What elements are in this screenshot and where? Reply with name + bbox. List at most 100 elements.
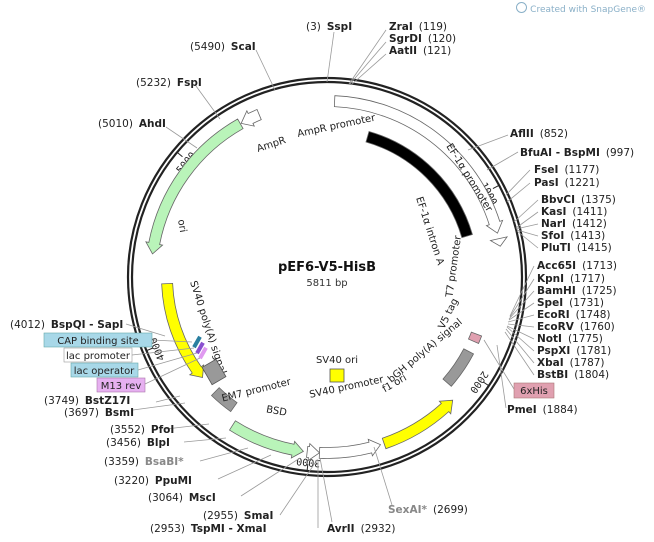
plasmid-name: pEF6-V5-HisB [278,260,376,275]
site-zrai[interactable]: ZraI(119) [389,21,447,33]
site-bfuai[interactable]: BfuAI - BspMI(997) [520,147,634,159]
site-pluti[interactable]: PluTI(1415) [541,242,612,254]
leader-bstz17i [155,395,181,403]
site-msci[interactable]: (3064)MscI [148,492,216,504]
site-sspi[interactable]: (3)SspI [306,21,352,33]
site-kasi-pos: (1411) [572,206,607,218]
site-pasi[interactable]: PasI(1221) [534,177,600,189]
site-xbai[interactable]: XbaI (1787) [537,357,605,369]
site-sfoi-name: SfoI [541,230,564,242]
site-tspmi[interactable]: (2953)TspMI - XmaI [150,523,267,535]
site-sspi-name: SspI [327,21,352,33]
site-msci-name: MscI [189,492,216,504]
site-bsabi-name: BsaBI* [145,456,184,468]
site-blpi[interactable]: (3456)BlpI [106,437,170,449]
site-xbai-name: XbaI [537,357,564,369]
leader-bsabi [199,447,249,462]
site-smai[interactable]: (2955)SmaI [203,510,273,522]
site-kpni[interactable]: KpnI(1717) [537,273,605,285]
site-nari[interactable]: NarI(1412) [541,218,607,230]
site-bstz17i[interactable]: (3749)BstZ17I [44,395,130,407]
site-kasi[interactable]: KasI(1411) [541,206,607,218]
site-kpni-name: KpnI [537,273,564,285]
site-xbai-pos: (1787) [570,357,605,369]
site-acc65i[interactable]: Acc65I(1713) [537,260,617,272]
feature-label-bsd: BSD [265,404,288,418]
site-scai-pos: (5490) [190,41,225,53]
site-ahdi-name: AhdI [139,118,166,130]
feature-arc-t7-promoter[interactable] [489,236,509,247]
site-fsei-pos: (1177) [564,164,599,176]
site-sfoi-pos: (1413) [570,230,605,242]
site-bfuai-name: BfuAI - BspMI [520,147,600,159]
site-pmei[interactable]: PmeI(1884) [507,404,578,416]
site-noti-pos: (1775) [568,333,603,345]
site-sfoi[interactable]: SfoI (1413) [541,230,605,242]
feature-arc-sv40-promoter[interactable] [318,438,382,459]
feature-arc-em7-promoter[interactable] [306,442,321,462]
site-aatii[interactable]: AatII(121) [389,45,451,57]
feature-arc-ampr-promoter[interactable] [240,109,262,127]
leader-zrai [348,29,387,85]
site-pfoi-pos: (3552) [110,424,145,436]
site-scai-name: ScaI [231,41,256,53]
leader-ppumi [217,454,272,480]
site-spei[interactable]: SpeI(1731) [537,297,604,309]
leader-pfoi [165,423,210,430]
mcs-leaders [496,265,535,409]
site-ecori-pos: (1748) [576,309,611,321]
site-avrii-name: AvrII [327,523,355,535]
feature-arc-ampr[interactable] [145,118,244,255]
site-bsabi[interactable]: (3359)BsaBI* [104,456,184,468]
site-bamhi[interactable]: BamHI(1725) [537,285,617,297]
feature-label-sv40-promoter: SV40 promoter [308,374,385,401]
site-pfoi[interactable]: (3552)PfoI [110,424,174,436]
m13-rev-label: M13 rev [101,381,142,392]
leader-pasi [506,182,531,203]
site-sgrdi[interactable]: SgrDI(120) [389,33,456,45]
site-bspqi[interactable]: (4012)BspQI - SapI [10,319,123,331]
site-bstbi[interactable]: BstBI(1804) [537,369,609,381]
site-bsmi[interactable]: (3697)BsmI [64,407,134,419]
site-fspi-name: FspI [177,77,202,89]
site-pluti-pos: (1415) [577,242,612,254]
site-scai[interactable]: (5490) ScaI [190,41,256,53]
feature-arc-bgh-poly-a-signal[interactable] [442,348,475,387]
feature-arc-v5-tag[interactable] [467,331,483,344]
site-aflii[interactable]: AflII(852) [510,128,568,140]
site-ppumi[interactable]: (3220)PpuMI [114,475,192,487]
site-sexai-name: SexAI* [388,504,427,516]
site-bamhi-pos: (1725) [582,285,617,297]
site-smai-name: SmaI [244,510,274,522]
site-ahdi[interactable]: (5010)AhdI [98,118,166,130]
tick-label-3000: 3000 [296,455,321,468]
site-bstbi-name: BstBI [537,369,568,381]
feature-label-ori: ori [175,219,188,234]
feature-arc-bsd[interactable] [228,420,305,459]
leader-noti [506,325,535,340]
site-spei-name: SpeI [537,297,563,309]
site-blpi-pos: (3456) [106,437,141,449]
site-pasi-pos: (1221) [565,177,600,189]
feature-arc-ef-1-promoter[interactable] [333,95,504,234]
site-sexai[interactable]: SexAI*(2699) [388,504,468,516]
site-aflii-name: AflII [510,128,534,140]
site-ecori[interactable]: EcoRI(1748) [537,309,611,321]
site-noti[interactable]: NotI(1775) [537,333,603,345]
site-bbvci-name: BbvCI [541,194,575,206]
feature-arc-f1-ori[interactable] [381,399,454,450]
site-avrii[interactable]: AvrII(2932) [327,523,396,535]
site-fsei[interactable]: FseI(1177) [534,164,599,176]
site-ecorv[interactable]: EcoRV(1760) [537,321,615,333]
feature-arc-sv40-poly-a-signal[interactable] [210,387,238,413]
plasmid-length: 5811 bp [306,278,347,289]
snapgene-logo-icon [516,2,528,13]
six-his-label: 6xHis [520,386,548,397]
site-bbvci[interactable]: BbvCI(1375) [541,194,616,206]
box-cap-binding-site [43,332,153,348]
site-fspi[interactable]: (5232)FspI [136,77,202,89]
site-acc65i-pos: (1713) [582,260,617,272]
site-pspxi[interactable]: PspXI(1781) [537,345,611,357]
feature-arc-ef-1-intron-a[interactable] [365,130,473,239]
tick-mark-5000 [176,151,183,158]
